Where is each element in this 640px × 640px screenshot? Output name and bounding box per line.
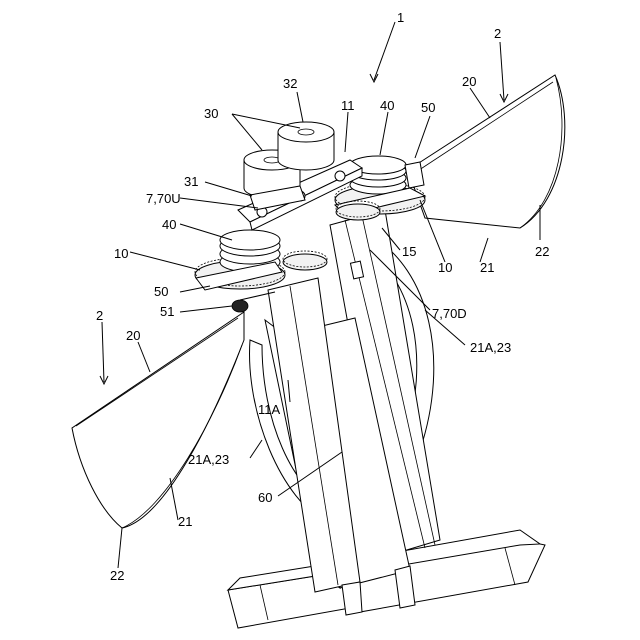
label-11: 11 (341, 98, 355, 113)
gear-70U (283, 251, 327, 270)
label-60: 60 (258, 490, 272, 505)
label-21A-23-right: 21A,23 (470, 340, 511, 355)
label-10-right: 10 (438, 260, 452, 275)
label-20-right: 20 (462, 74, 476, 89)
label-51: 51 (160, 304, 174, 319)
label-21-left: 21 (178, 514, 192, 529)
label-50-top: 50 (421, 100, 435, 115)
label-1: 1 (397, 10, 404, 25)
left-wing (72, 312, 244, 528)
label-32: 32 (283, 76, 297, 91)
label-2-right: 2 (494, 26, 501, 41)
gear-plate-left (195, 230, 285, 290)
label-22-right: 22 (535, 244, 549, 259)
label-7-70U: 7,70U (146, 191, 181, 206)
label-40-left: 40 (162, 217, 176, 232)
label-11A: 11A (258, 402, 280, 417)
motor-32 (278, 122, 334, 170)
label-10-left: 10 (114, 246, 128, 261)
label-31: 31 (184, 174, 198, 189)
right-wing (408, 75, 565, 228)
label-21A-23-left: 21A,23 (188, 452, 229, 467)
label-7-70D: 7,70D (432, 306, 467, 321)
label-21-right: 21 (480, 260, 494, 275)
label-20-left: 20 (126, 328, 140, 343)
label-50-left: 50 (154, 284, 168, 299)
label-22-left: 22 (110, 568, 124, 583)
label-40-top: 40 (380, 98, 394, 113)
label-2-left: 2 (96, 308, 103, 323)
label-30: 30 (204, 106, 218, 121)
label-15: 15 (402, 244, 416, 259)
